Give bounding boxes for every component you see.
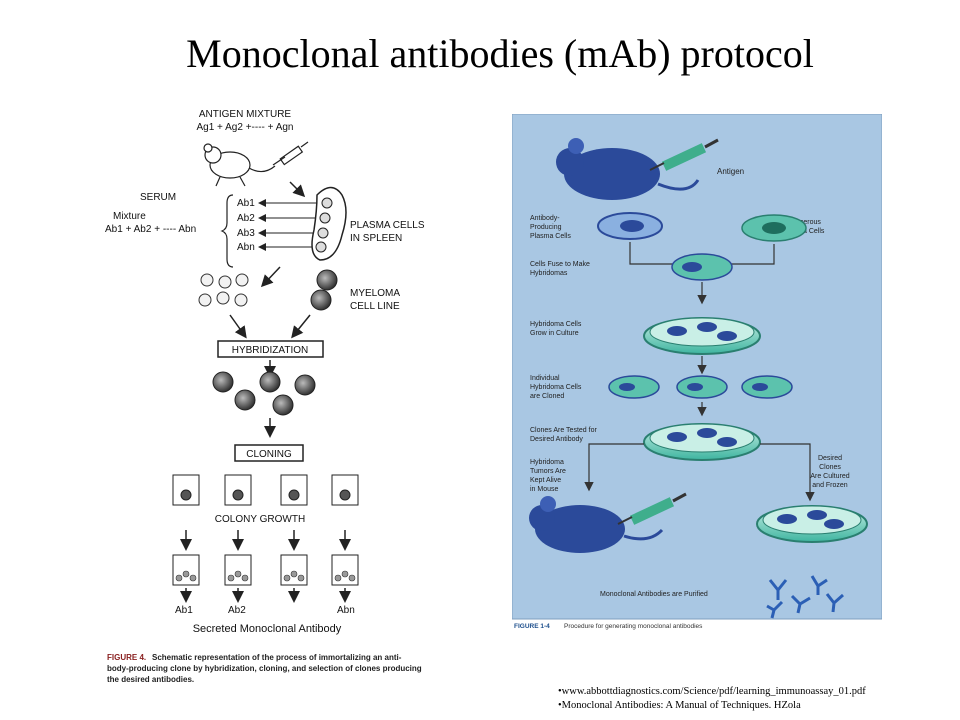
cloned-cells-icon	[608, 375, 793, 399]
left-caption-label: FIGURE 4.	[107, 653, 146, 662]
individual-cloned-line-1: Individual	[530, 375, 560, 382]
right-caption-label: FIGURE 1-4	[514, 623, 550, 630]
cells-fuse-line-2: Hybridomas	[530, 270, 568, 277]
syringe-icon	[617, 492, 687, 525]
right-caption-text: Procedure for generating monoclonal anti…	[564, 623, 703, 630]
antibody-producing-line-1: Antibody-	[530, 215, 560, 222]
antibody-producing-line-3: Plasma Cells	[530, 233, 571, 240]
mouse-icon	[529, 496, 664, 553]
tumors-line-1: Hybridoma	[530, 459, 564, 466]
cells-fuse-line-1: Cells Fuse to Make	[530, 261, 590, 268]
desired-clones-line-4: and Frozen	[812, 482, 848, 489]
cell-line-label: CELL LINE	[350, 301, 400, 312]
syringe-icon	[272, 141, 309, 166]
left-caption-line-2: body-producing clone by hybridization, c…	[107, 664, 422, 673]
page-title: Monoclonal antibodies (mAb) protocol	[186, 31, 814, 76]
ab-label-n: Abn	[237, 242, 255, 253]
antibody-icons	[766, 575, 844, 619]
arrow	[760, 443, 815, 502]
hybridization-label: HYBRIDIZATION	[232, 345, 308, 356]
hybridoma-grow-line-2: Grow in Culture	[530, 330, 579, 337]
arrow	[229, 314, 247, 339]
left-caption-line-3: the desired antibodies.	[107, 675, 194, 684]
myeloma-label: MYELOMA	[350, 288, 400, 299]
brace	[220, 194, 234, 268]
arrow	[584, 443, 644, 492]
myeloma-cells	[310, 269, 338, 311]
frozen-dish-icon	[756, 505, 868, 543]
secreted-ab-2: Ab2	[228, 605, 246, 616]
plasma-cells-label: PLASMA CELLS	[350, 220, 425, 231]
arrow	[289, 181, 306, 198]
left-schematic-figure: ANTIGEN MIXTURE Ag1 + Ag2 +---- + Agn SE…	[105, 109, 425, 684]
desired-clones-line-3: Are Cultured	[810, 473, 849, 480]
reference-item[interactable]: •www.abbottdiagnostics.com/Science/pdf/l…	[558, 686, 866, 697]
arrow	[629, 242, 688, 269]
ab-label-2: Ab2	[237, 213, 255, 224]
individual-cloned-line-2: Hybridoma Cells	[530, 384, 582, 391]
colony-wells-row	[172, 474, 359, 506]
hybridoma-grow-line-1: Hybridoma Cells	[530, 321, 582, 328]
references: •www.abbottdiagnostics.com/Science/pdf/l…	[558, 685, 866, 713]
colony-arrows	[180, 530, 351, 551]
tumors-line-4: in Mouse	[530, 486, 559, 493]
purified-label: Monoclonal Antibodies are Purified	[600, 591, 708, 598]
mouse-icon	[556, 138, 700, 200]
hybrid-cells	[212, 371, 316, 416]
mouse-icon	[203, 143, 276, 187]
arrow	[291, 314, 311, 339]
serum-label: SERUM	[140, 192, 176, 203]
secreted-antibody-label: Secreted Monoclonal Antibody	[193, 623, 342, 635]
hybridoma-cell-icon	[671, 253, 733, 281]
left-caption-line-1: Schematic representation of the process …	[152, 653, 402, 662]
secreted-ab-n: Abn	[337, 605, 355, 616]
spleen-arrows	[258, 199, 320, 251]
right-procedure-figure: Antigen Antibody- Producing Plasma Cells…	[512, 114, 882, 630]
cancerous-line-1: Cancerous	[787, 219, 821, 226]
ab-label-1: Ab1	[237, 198, 255, 209]
antibody-producing-line-2: Producing	[530, 224, 562, 231]
mixture-label: Mixture	[113, 211, 146, 222]
culture-dish-icon	[643, 317, 761, 355]
ab-label-3: Ab3	[237, 228, 255, 239]
plasma-cells-group	[198, 273, 249, 307]
ab-formula: Ab1 + Ab2 + ---- Abn	[105, 224, 196, 235]
desired-clones-line-1: Desired	[818, 455, 842, 462]
desired-clones-line-2: Clones	[819, 464, 841, 471]
clones-tested-line-1: Clones Are Tested for	[530, 427, 597, 434]
cancer-cell-icon	[741, 214, 807, 242]
individual-cloned-line-3: are Cloned	[530, 393, 564, 400]
antigen-formula: Ag1 + Ag2 +---- + Agn	[196, 122, 293, 133]
cloning-box	[234, 444, 304, 462]
spleen-icon	[311, 186, 347, 261]
tumors-line-2: Tumors Are	[530, 468, 566, 475]
reference-item: •Monoclonal Antibodies: A Manual of Tech…	[558, 700, 801, 711]
testing-dish-icon	[643, 423, 761, 461]
arrow	[716, 244, 775, 269]
colony-growth-label: COLONY GROWTH	[215, 514, 305, 525]
in-spleen-label: IN SPLEEN	[350, 233, 402, 244]
cloning-label: CLONING	[246, 449, 292, 460]
antigen-mixture-label: ANTIGEN MIXTURE	[199, 109, 292, 120]
plasma-cell-icon	[597, 212, 663, 240]
syringe-icon	[649, 138, 719, 171]
arrow	[260, 266, 281, 288]
grown-wells-row	[172, 554, 359, 586]
secreted-ab-1: Ab1	[175, 605, 193, 616]
hybridization-box	[217, 340, 324, 358]
clones-tested-line-2: Desired Antibody	[530, 436, 583, 443]
secretion-arrows	[180, 588, 351, 603]
tumors-line-3: Kept Alive	[530, 477, 561, 484]
antigen-label: Antigen	[717, 167, 744, 176]
